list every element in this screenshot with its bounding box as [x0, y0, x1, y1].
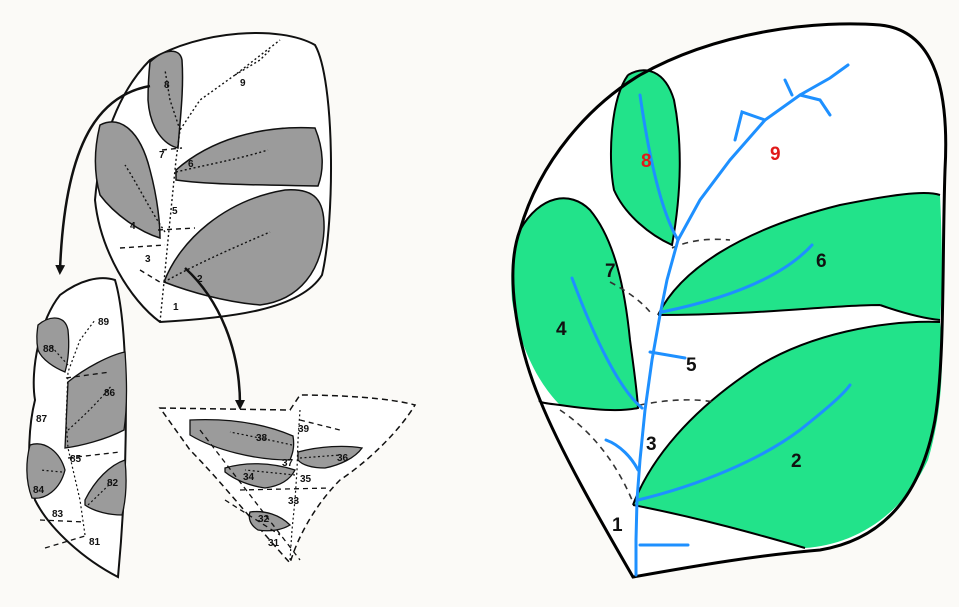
right-label-2: 2: [791, 451, 802, 472]
sub8-label-89: 89: [98, 317, 110, 328]
sub3-label-36: 36: [337, 453, 349, 464]
right-label-4: 4: [556, 319, 567, 340]
main-label-1: 1: [173, 302, 179, 313]
sub8-label-84: 84: [33, 485, 45, 496]
sub8-label-86: 86: [104, 388, 116, 399]
right-label-8: 8: [641, 151, 652, 172]
left-panel: 8 9 7 6 5 4 3 2 1: [27, 33, 415, 577]
sub3-label-39: 39: [298, 424, 310, 435]
main-label-8: 8: [164, 80, 170, 91]
sub3-label-35: 35: [300, 474, 312, 485]
sub8-label-88: 88: [43, 344, 55, 355]
sub3-label-38: 38: [256, 433, 268, 444]
right-panel: 8 9 7 6 4 5 3 2 1: [511, 24, 945, 577]
right-label-7: 7: [605, 261, 616, 282]
main-label-5: 5: [172, 206, 178, 217]
sub3-label-32: 32: [258, 514, 270, 525]
sub8-label-87: 87: [36, 414, 48, 425]
sub3-label-34: 34: [243, 472, 255, 483]
right-label-9: 9: [770, 144, 781, 165]
sub3-label-31: 31: [268, 538, 280, 549]
main-label-6: 6: [188, 159, 194, 170]
right-label-1: 1: [612, 515, 623, 536]
right-label-6: 6: [816, 251, 827, 272]
main-label-7: 7: [159, 150, 165, 161]
sub3-label-37: 37: [282, 458, 294, 469]
sub3-label-33: 33: [288, 496, 300, 507]
sub8-label-83: 83: [52, 509, 64, 520]
right-label-5: 5: [686, 355, 697, 376]
main-label-3: 3: [145, 254, 151, 265]
sub8-label-82: 82: [107, 478, 119, 489]
sub8-label-85: 85: [70, 454, 82, 465]
main-label-9: 9: [240, 78, 246, 89]
right-label-3: 3: [646, 434, 657, 455]
sub8-label-81: 81: [89, 537, 101, 548]
main-label-4: 4: [130, 221, 136, 232]
